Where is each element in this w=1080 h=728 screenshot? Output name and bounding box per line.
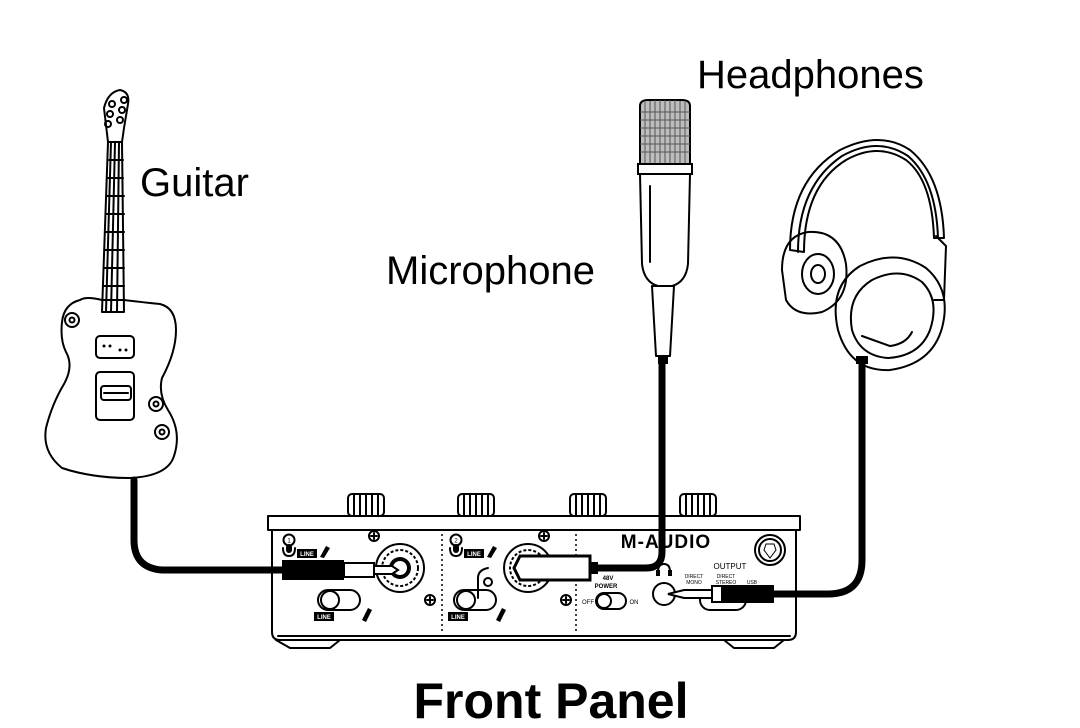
direct-stereo-line2: STEREO (716, 580, 737, 586)
headphones-cable (766, 358, 866, 598)
usb-label: USB (747, 580, 758, 586)
knob-icon (679, 493, 717, 517)
guitar-cable (130, 476, 286, 574)
headphones-icon (781, 139, 947, 372)
knob-icon (457, 493, 495, 517)
knob-icon (569, 493, 607, 517)
phantom-label: 48V (603, 576, 614, 582)
knob-icon (347, 493, 385, 517)
channel-2-line-tag: LINE (467, 552, 481, 558)
channel-1-number: 1 (287, 539, 291, 545)
crystal-preamps-badge (754, 534, 786, 566)
channel-1-line-tag: LINE (300, 552, 314, 558)
headphones-label: Headphones (697, 53, 924, 97)
headphone-jack-icon (652, 563, 676, 606)
direct-mono-line2: MONO (686, 580, 702, 586)
guitar-icon (44, 89, 178, 479)
microphone-cable (586, 358, 666, 572)
direct-mono-line1: DIRECT (685, 574, 704, 580)
direct-stereo-line1: DIRECT (717, 574, 736, 580)
channel-1-switch-line: LINE (317, 615, 331, 621)
audio-interface: 1 LINE LINE 2 LINE (267, 493, 801, 649)
channel-2-switch-line: LINE (451, 615, 465, 621)
cables (130, 358, 866, 598)
guitar-label: Guitar (140, 161, 249, 205)
output-label: OUTPUT (714, 562, 747, 571)
power-label: POWER (595, 584, 618, 590)
microphone-label: Microphone (386, 249, 595, 293)
off-label: OFF (582, 600, 594, 606)
brand-logo: M-AUDIO (621, 532, 711, 553)
front-panel-caption: Front Panel (413, 673, 688, 728)
on-label: ON (630, 600, 639, 606)
channel-2-number: 2 (454, 539, 458, 545)
microphone-icon (637, 99, 693, 364)
